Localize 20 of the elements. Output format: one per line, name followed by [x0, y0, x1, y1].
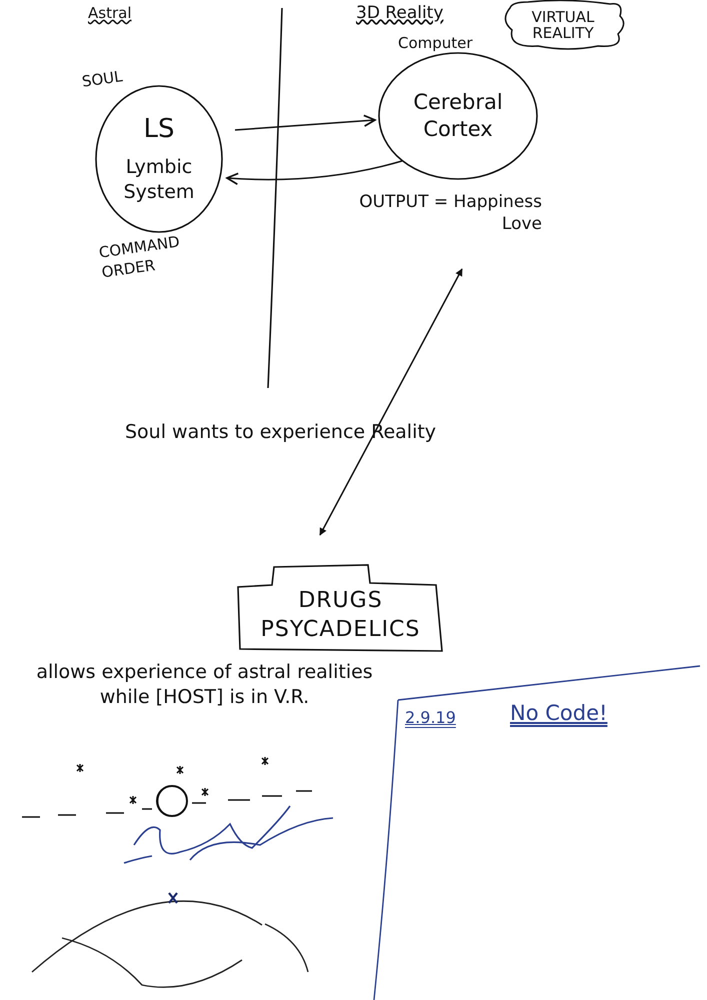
node-text: Cerebral Cortex	[412, 88, 504, 143]
command-order-label: COMMAND ORDER	[98, 232, 182, 282]
tab-box	[238, 565, 443, 653]
node-text: VIRTUAL REALITY	[530, 8, 596, 42]
arrow	[319, 268, 463, 536]
node-text: Lymbic System	[122, 155, 196, 205]
arrow	[226, 160, 402, 185]
date-text: 2.9.19	[405, 708, 456, 729]
note-text: No Code!	[510, 700, 608, 727]
soul-label: SOUL	[80, 67, 124, 92]
circle-node	[378, 52, 538, 180]
note-text: allows experience of astral realities while [HOST] is in V.R.	[35, 660, 374, 710]
node-text: DRUGS PSYCADELICS	[260, 587, 422, 644]
arrow	[234, 114, 376, 131]
circle-node	[95, 85, 223, 233]
heading-text: Astral	[88, 4, 132, 24]
computer-label: Computer	[398, 34, 473, 54]
heading-text: 3D Reality	[356, 2, 444, 24]
node-text: OUTPUT = Happiness Love	[358, 190, 542, 236]
abbreviation-text: LS	[144, 113, 174, 146]
